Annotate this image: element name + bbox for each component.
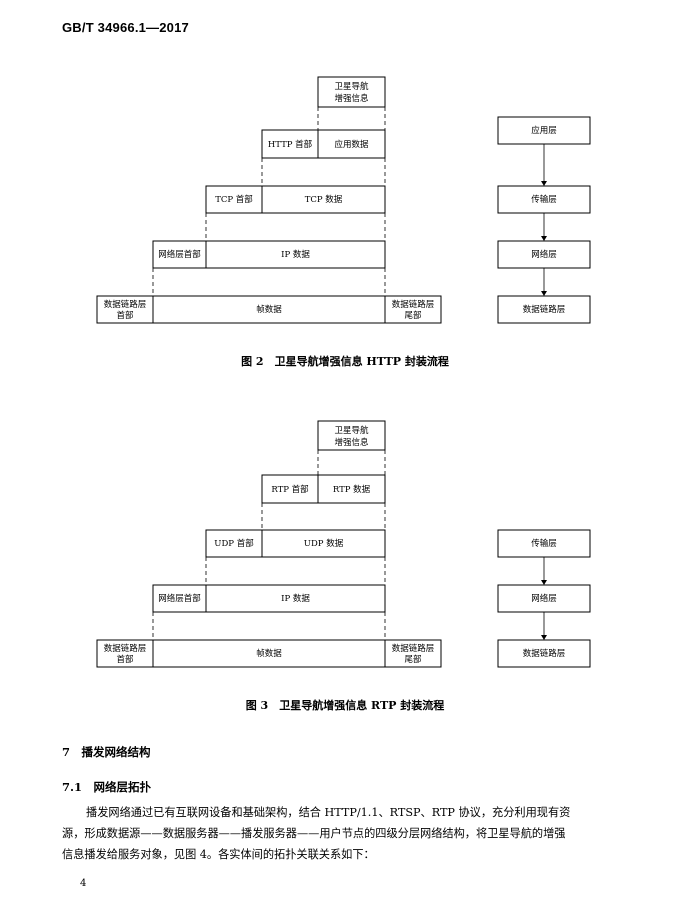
payload-line1: 卫星导航 xyxy=(334,81,369,92)
frame-data-label: 帧数据 xyxy=(256,304,282,315)
http-header-box xyxy=(261,129,319,159)
rtp-data-box xyxy=(317,474,386,504)
figure-2-diagram: 卫星导航 增强信息 HTTP 首部 应用数据 TCP 首部 TCP 数据 网络层… xyxy=(96,76,591,324)
dl-trailer-box xyxy=(384,639,442,668)
layer-datalink-label: 数据链路层 xyxy=(523,648,566,659)
frame-data-box xyxy=(152,295,386,324)
layer-application-label: 应用层 xyxy=(531,125,557,136)
figure-3-caption: 图 3 卫星导航增强信息 RTP 封装流程 xyxy=(245,699,445,712)
ip-data-label: IP 数据 xyxy=(281,593,310,604)
app-data-box xyxy=(317,129,386,159)
payload-box xyxy=(317,76,386,108)
http-header-label: HTTP 首部 xyxy=(268,139,313,150)
payload-line2: 增强信息 xyxy=(334,437,369,448)
dl-header-line2: 首部 xyxy=(116,654,134,665)
figure-3-diagram: 卫星导航 增强信息 RTP 首部 RTP 数据 UDP 首部 UDP 数据 网络… xyxy=(96,420,591,668)
dl-header-line1: 数据链路层 xyxy=(104,643,147,654)
ip-data-box xyxy=(205,240,386,269)
layer-transport-label: 传输层 xyxy=(531,538,557,549)
standard-number: GB/T 34966.1—2017 xyxy=(62,20,189,35)
body-paragraph: 播发网络通过已有互联网设备和基础架构，结合 HTTP/1.1、RTSP、RTP … xyxy=(62,802,630,865)
rtp-data-label: RTP 数据 xyxy=(333,484,371,495)
frame-data-box xyxy=(152,639,386,668)
payload-box xyxy=(317,420,386,451)
dl-header-line2: 首部 xyxy=(116,310,134,321)
tcp-header-label: TCP 首部 xyxy=(215,194,253,205)
layer-network-box xyxy=(497,240,591,269)
rtp-header-box xyxy=(261,474,319,504)
net-header-box xyxy=(152,240,207,269)
dl-header-box xyxy=(96,639,154,668)
tcp-data-box xyxy=(261,185,386,214)
dl-header-line1: 数据链路层 xyxy=(104,299,147,310)
figure-2-caption: 图 2 卫星导航增强信息 HTTP 封装流程 xyxy=(241,355,449,368)
dl-trailer-line1: 数据链路层 xyxy=(392,299,435,310)
net-header-label: 网络层首部 xyxy=(158,593,201,604)
rtp-header-label: RTP 首部 xyxy=(271,484,309,495)
dl-trailer-line1: 数据链路层 xyxy=(392,643,435,654)
net-header-label: 网络层首部 xyxy=(158,249,201,260)
payload-line1: 卫星导航 xyxy=(334,425,369,436)
ip-data-label: IP 数据 xyxy=(281,249,310,260)
udp-header-box xyxy=(205,529,263,558)
body-line-1: 播发网络通过已有互联网设备和基础架构，结合 HTTP/1.1、RTSP、RTP … xyxy=(86,806,571,819)
frame-data-label: 帧数据 xyxy=(256,648,282,659)
layer-network-label: 网络层 xyxy=(531,249,557,260)
section-7-heading: 7 播发网络结构 xyxy=(62,745,151,759)
layer-network-label: 网络层 xyxy=(531,593,557,604)
body-line-2: 源，形成数据源——数据服务器——播发服务器——用户节点的四级分层网络结构，将卫星… xyxy=(62,827,566,840)
dl-trailer-line2: 尾部 xyxy=(404,654,422,665)
tcp-data-label: TCP 数据 xyxy=(305,194,343,205)
section-7-1-heading: 7.1 网络层拓扑 xyxy=(62,780,152,794)
dl-header-box xyxy=(96,295,154,324)
udp-data-label: UDP 数据 xyxy=(304,538,344,549)
ip-data-box xyxy=(205,584,386,613)
payload-line2: 增强信息 xyxy=(334,93,369,104)
layer-datalink-box xyxy=(497,639,591,668)
dl-trailer-line2: 尾部 xyxy=(404,310,422,321)
dl-trailer-box xyxy=(384,295,442,324)
udp-data-box xyxy=(261,529,386,558)
layer-transport-label: 传输层 xyxy=(531,194,557,205)
page-number: 4 xyxy=(80,878,87,889)
udp-header-label: UDP 首部 xyxy=(214,538,254,549)
body-line-3: 信息播发给服务对象，见图 4。各实体间的拓扑关联关系如下： xyxy=(62,848,375,861)
app-data-label: 应用数据 xyxy=(334,139,369,150)
layer-datalink-label: 数据链路层 xyxy=(523,304,566,315)
